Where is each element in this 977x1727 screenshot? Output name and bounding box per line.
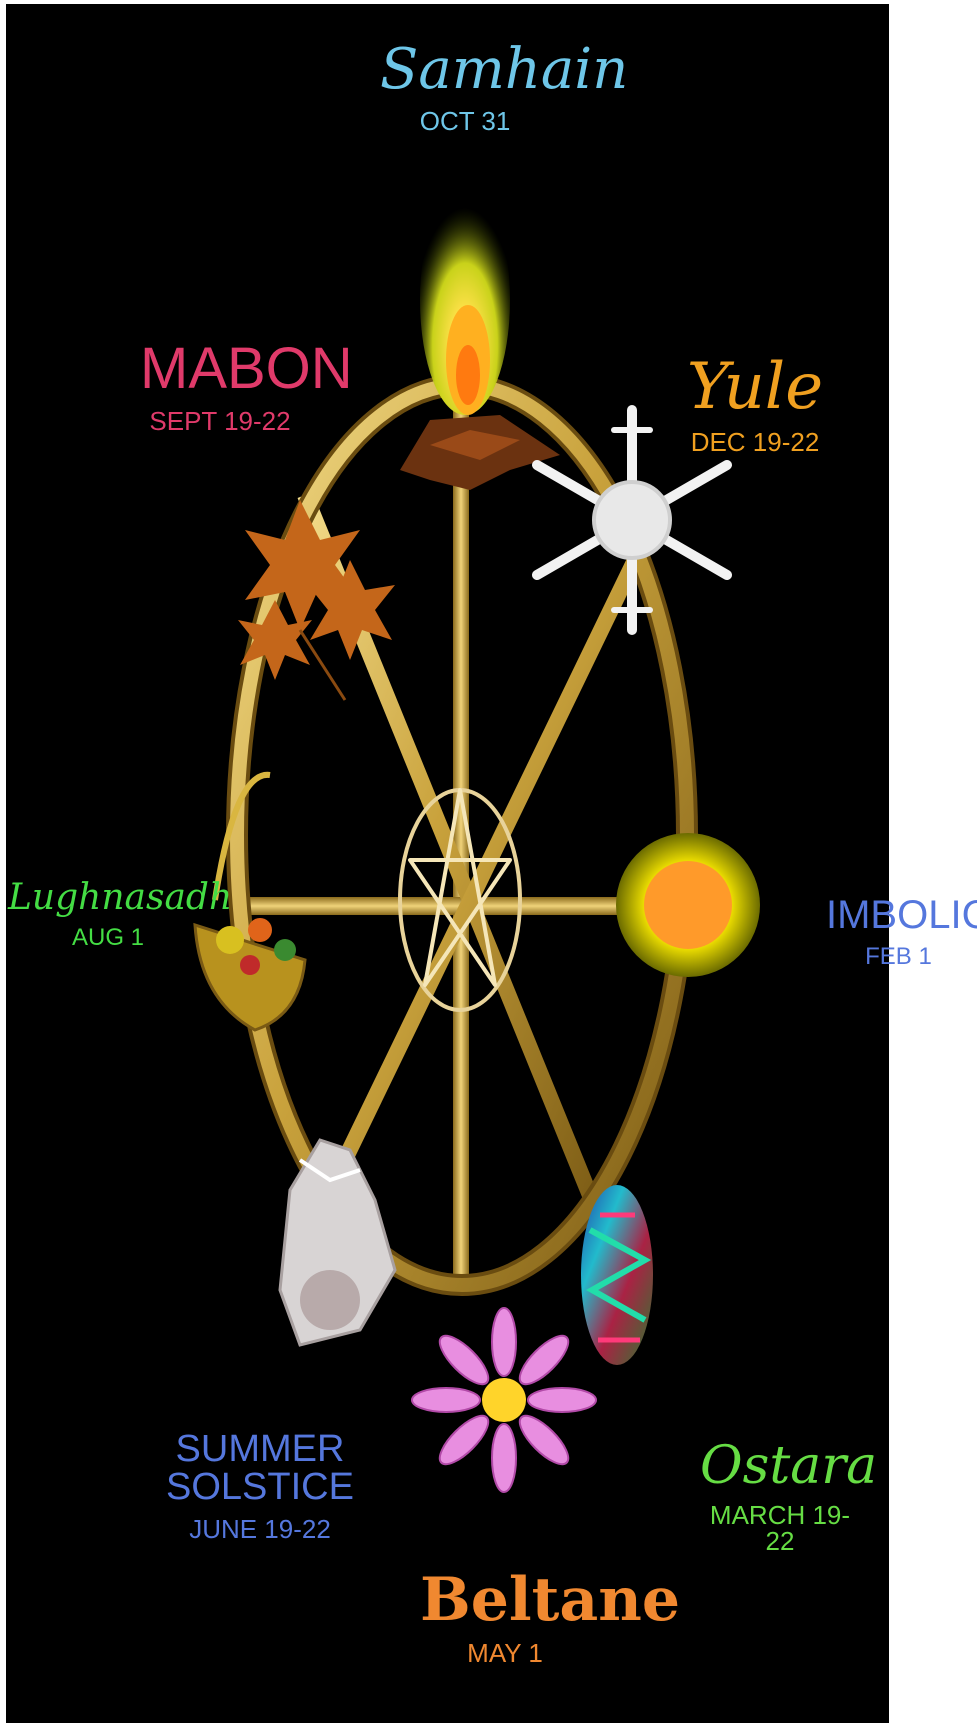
festival-mabon: MABON SEPT 19-22	[140, 340, 300, 434]
sun-icon	[616, 833, 760, 977]
festival-samhain: Samhain OCT 31	[380, 42, 550, 134]
festival-ostara: Ostara MARCH 19-22	[700, 1440, 860, 1554]
festival-date-yule: DEC 19-22	[670, 429, 840, 455]
festival-imbolc: IMBOLIC FEB 1	[826, 895, 971, 969]
egg-icon	[581, 1185, 653, 1365]
festival-name-mabon: MABON	[140, 340, 300, 398]
festival-date-summer-solstice: JUNE 19-22	[135, 1516, 385, 1542]
festival-date-mabon: SEPT 19-22	[140, 408, 300, 434]
festival-date-beltane: MAY 1	[420, 1640, 590, 1666]
festival-date-imbolc: FEB 1	[826, 945, 971, 969]
festival-date-lughnasadh: AUG 1	[8, 926, 208, 950]
festival-lughnasadh: Lughnasadh AUG 1	[8, 880, 208, 950]
festival-name-summer-solstice: SUMMER SOLSTICE	[135, 1430, 385, 1506]
festival-name-lughnasadh: Lughnasadh	[8, 880, 208, 916]
festival-summer-solstice: SUMMER SOLSTICE JUNE 19-22	[135, 1430, 385, 1542]
festival-date-samhain: OCT 31	[380, 108, 550, 134]
festival-beltane: Beltane MAY 1	[420, 1570, 590, 1666]
festival-date-ostara: MARCH 19-22	[700, 1502, 860, 1554]
festival-name-yule: Yule	[670, 355, 840, 419]
festival-name-samhain: Samhain	[380, 42, 550, 98]
festival-yule: Yule DEC 19-22	[670, 355, 840, 455]
festival-name-beltane: Beltane	[420, 1570, 590, 1630]
festival-name-ostara: Ostara	[700, 1440, 860, 1492]
festival-name-imbolc: IMBOLIC	[826, 895, 971, 935]
